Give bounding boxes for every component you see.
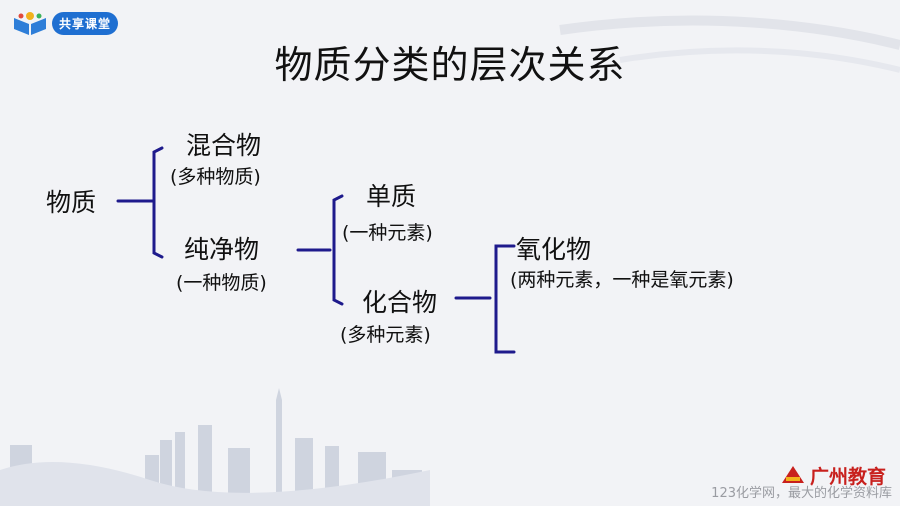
node-oxide: 氧化物 bbox=[516, 235, 592, 264]
brand-name: 广州教育 bbox=[809, 466, 886, 488]
city-skyline-illustration bbox=[0, 388, 430, 506]
watermark-text: 123化学网，最大的化学资料库 bbox=[711, 486, 892, 501]
note-mixture: (多种物质) bbox=[170, 166, 261, 188]
node-compound: 化合物 bbox=[362, 288, 438, 317]
node-mixture: 混合物 bbox=[186, 131, 262, 160]
brand-emblem-icon bbox=[780, 463, 806, 489]
node-matter: 物质 bbox=[46, 188, 97, 217]
note-compound: (多种元素) bbox=[340, 324, 431, 346]
node-element: 单质 bbox=[366, 182, 417, 211]
footer-brand: 广州教育 bbox=[780, 462, 886, 489]
node-pure-substance: 纯净物 bbox=[184, 235, 260, 264]
logo-text: 共享课堂 bbox=[52, 11, 119, 35]
note-element: (一种元素) bbox=[342, 222, 433, 244]
header-logo: 共享课堂 bbox=[12, 10, 119, 36]
page-title: 物质分类的层次关系 bbox=[274, 43, 626, 87]
book-logo-icon bbox=[12, 10, 48, 36]
note-oxide: (两种元素，一种是氧元素) bbox=[510, 269, 734, 291]
note-pure-substance: (一种物质) bbox=[176, 272, 267, 294]
